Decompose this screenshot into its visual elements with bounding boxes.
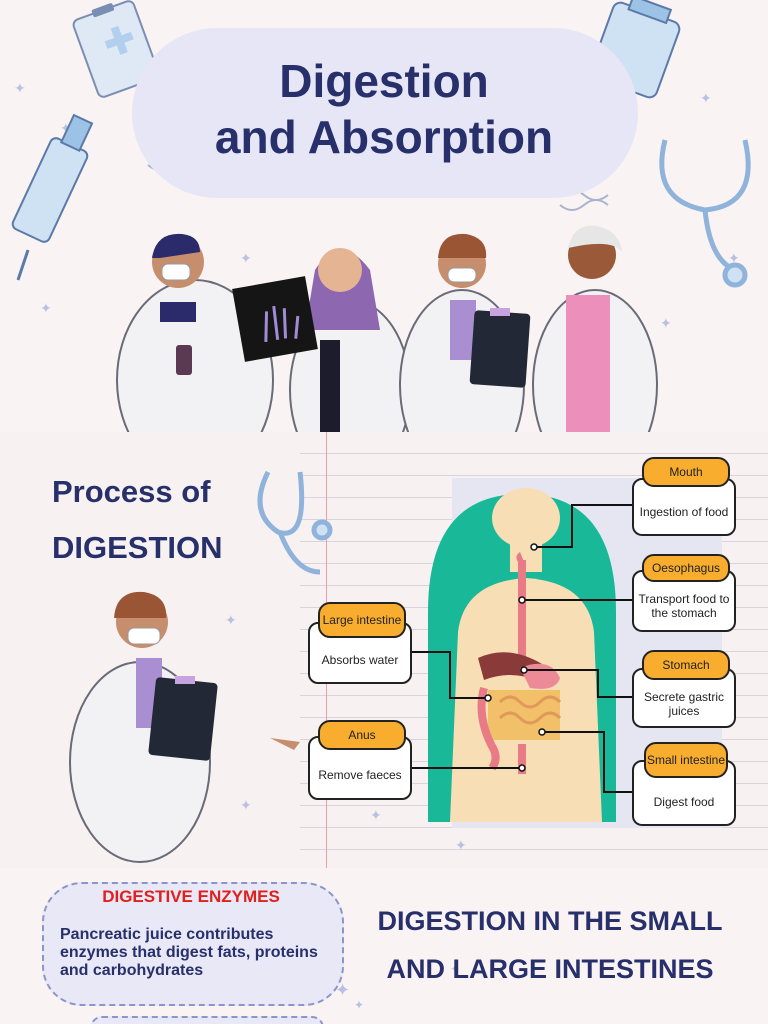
enzymes-title: DIGESTIVE ENZYMES bbox=[102, 887, 280, 906]
clipboard-icon bbox=[72, 0, 160, 98]
process-section: ✦ ✦ ✦ ✦ ✦ Process of DIGESTION bbox=[0, 432, 768, 868]
process-title-line1: Process of bbox=[52, 474, 211, 509]
enzymes-description: Pancreatic juice contributes enzymes tha… bbox=[60, 926, 318, 979]
sparkle-icon: ✦ bbox=[40, 300, 52, 316]
stomach-label: Stomach bbox=[642, 650, 730, 680]
doctor-illustration bbox=[289, 248, 411, 432]
title-pill bbox=[132, 28, 638, 198]
enzymes-section: ✦ ✦ ✦ DIGESTIVE ENZYMES Pancreatic juice… bbox=[0, 868, 768, 1024]
sparkle-icon: ✦ bbox=[700, 90, 712, 106]
sparkle-icon: ✦ bbox=[660, 315, 672, 331]
intestines-title-line2: AND LARGE INTESTINES bbox=[386, 954, 714, 984]
mouth-label: Mouth bbox=[642, 457, 730, 487]
small-intestine-label: Small intestine bbox=[644, 742, 728, 778]
doctor-illustration bbox=[116, 233, 274, 432]
page-title-line1: Digestion bbox=[279, 55, 489, 107]
sparkle-icon: ✦ bbox=[728, 250, 740, 266]
sparkle-icon: ✦ bbox=[14, 80, 26, 96]
intestines-title-line1: DIGESTION IN THE SMALL bbox=[377, 906, 723, 936]
large-intestine-label: Large intestine bbox=[318, 602, 406, 638]
sparkle-icon: ✦ bbox=[370, 807, 382, 823]
xray-image bbox=[232, 276, 318, 362]
enzymes-card bbox=[42, 882, 344, 1006]
mouth-function-box: Ingestion of food bbox=[632, 478, 736, 536]
next-card-edge bbox=[90, 1016, 324, 1024]
sparkle-icon: ✦ bbox=[354, 998, 365, 1012]
sparkle-icon: ✦ bbox=[240, 797, 252, 813]
sparkle-icon: ✦ bbox=[60, 120, 72, 136]
sparkle-icon: ✦ bbox=[240, 250, 252, 266]
process-title-line2: DIGESTION bbox=[52, 530, 223, 565]
sparkle-icon: ✦ bbox=[455, 837, 467, 853]
doctor-illustration bbox=[532, 225, 658, 432]
connector-lines bbox=[412, 504, 634, 793]
oesophagus-label: Oesophagus bbox=[642, 554, 730, 582]
stethoscope-icon bbox=[257, 470, 333, 575]
title-section: ✦ ✦ ✦ ✦ ✦ ✦ ✦ bbox=[0, 0, 768, 432]
page-title-line2: and Absorption bbox=[214, 111, 554, 163]
anus-label: Anus bbox=[318, 720, 406, 750]
sparkle-icon: ✦ bbox=[225, 612, 237, 628]
doctor-illustration bbox=[399, 233, 531, 432]
stethoscope-icon bbox=[659, 139, 751, 288]
sparkle-icon: ✦ bbox=[450, 962, 461, 976]
doctor-illustration bbox=[69, 591, 300, 863]
syringe-icon bbox=[11, 113, 94, 281]
